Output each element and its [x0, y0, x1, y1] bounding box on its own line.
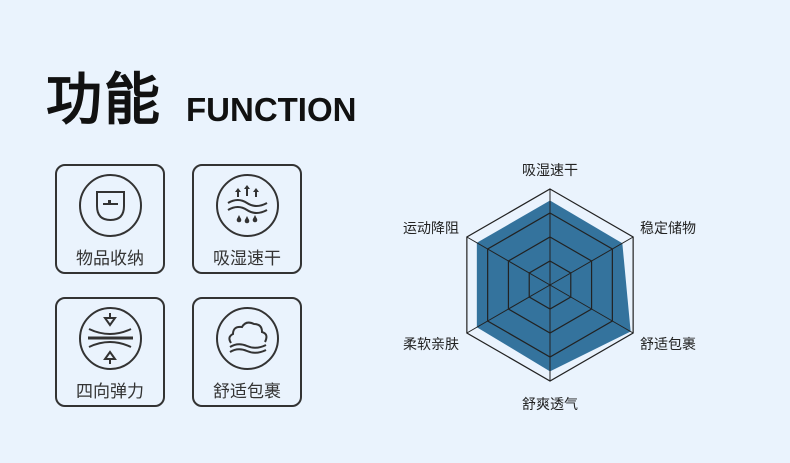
- axis-label-upper-left: 运动降阻: [403, 221, 459, 237]
- title-english: FUNCTION: [186, 91, 357, 128]
- pocket-icon: [79, 174, 142, 237]
- moisture-wicking-icon: [216, 174, 279, 237]
- feature-label: 物品收纳: [76, 249, 144, 269]
- title-chinese: 功能: [46, 68, 162, 133]
- axis-label-top: 吸湿速干: [522, 163, 578, 179]
- radar-spoke: [466, 236, 551, 286]
- feature-label: 四向弹力: [76, 382, 144, 402]
- axis-label-bottom: 舒爽透气: [522, 397, 578, 413]
- stretch-icon: [79, 307, 142, 370]
- feature-label: 吸湿速干: [213, 249, 281, 269]
- radar-data-area: [476, 200, 631, 372]
- cloud-comfort-icon: [216, 307, 279, 370]
- radar-spoke: [466, 284, 551, 334]
- axis-label-upper-right: 稳定储物: [640, 221, 696, 237]
- feature-card-storage: 物品收纳: [55, 164, 165, 274]
- feature-card-comfort: 舒适包裹: [192, 297, 302, 407]
- radar-spoke: [549, 284, 634, 334]
- axis-label-lower-left: 柔软亲肤: [403, 337, 459, 353]
- feature-card-stretch: 四向弹力: [55, 297, 165, 407]
- feature-card-moisture: 吸湿速干: [192, 164, 302, 274]
- axis-label-lower-right: 舒适包裹: [640, 337, 696, 353]
- feature-label: 舒适包裹: [213, 382, 281, 402]
- radar-spoke: [549, 236, 634, 286]
